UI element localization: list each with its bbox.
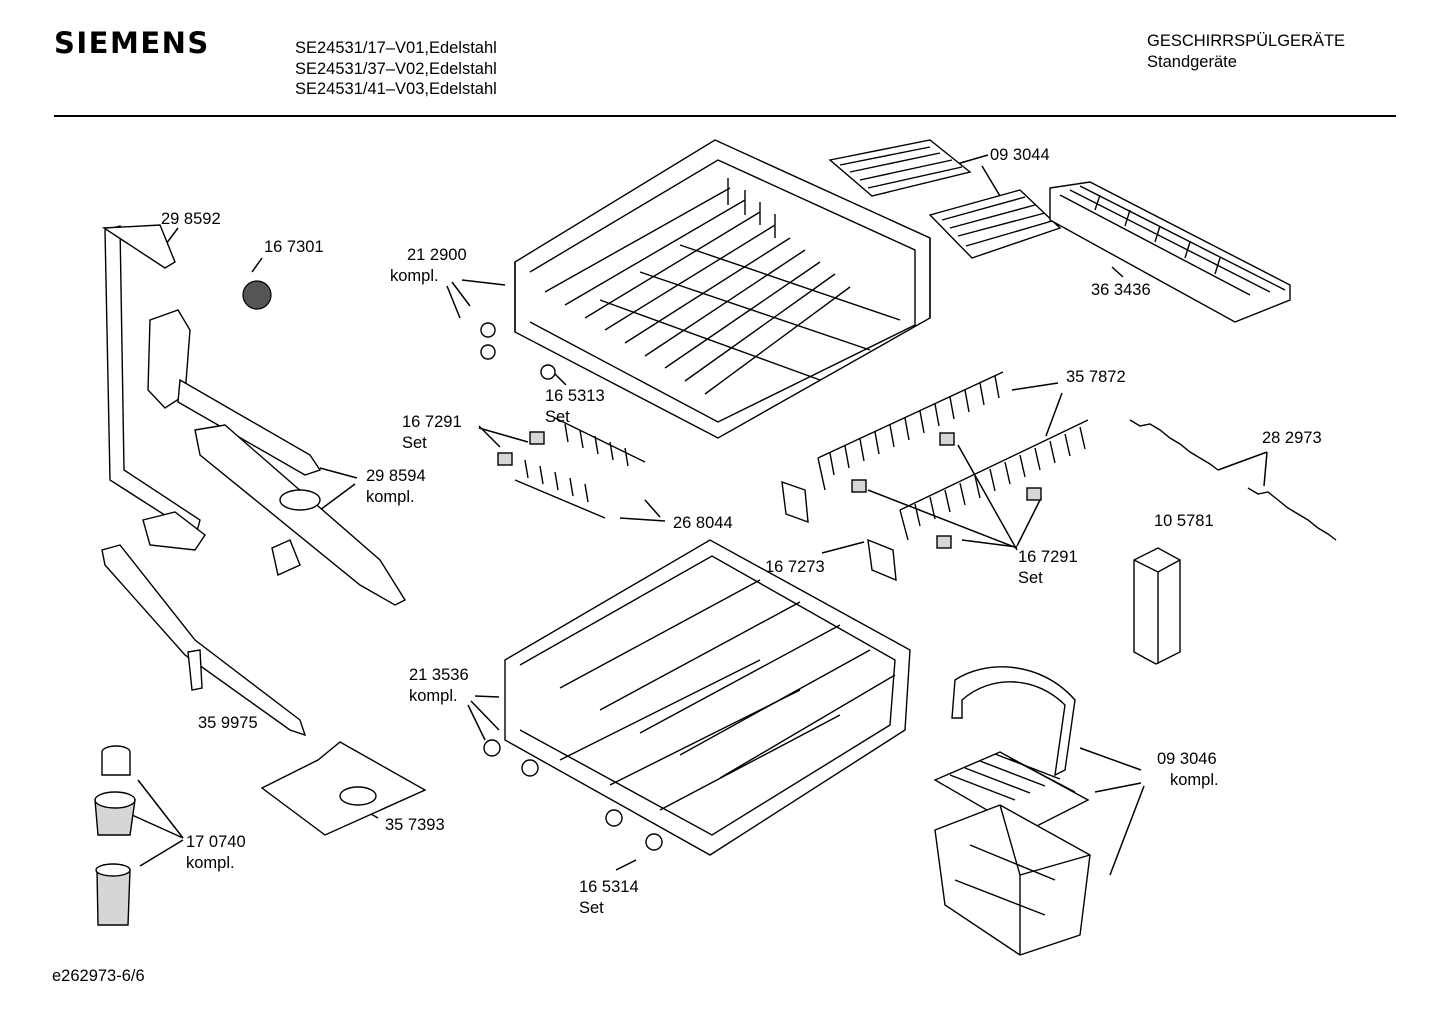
part-label-357393: 35 7393 xyxy=(385,815,445,836)
brand-logo: SIEMENS xyxy=(54,26,210,60)
part-label-359975: 35 9975 xyxy=(198,713,258,734)
model-line: SE24531/41–V03,Edelstahl xyxy=(295,80,497,98)
part-number: 16 7273 xyxy=(765,558,825,576)
part-number: 16 7291 xyxy=(402,413,462,431)
holder-drawing xyxy=(1133,547,1181,665)
part-label-105781: 10 5781 xyxy=(1154,511,1214,532)
cup-rack-drawing xyxy=(828,139,1062,259)
part-note: kompl. xyxy=(366,487,415,506)
part-number: 36 3436 xyxy=(1091,281,1151,299)
part-number: 21 2900 xyxy=(407,246,467,264)
part-label-167291-a: 16 7291 Set xyxy=(402,412,462,453)
part-note: Set xyxy=(579,898,604,917)
cutlery-tray-drawing xyxy=(1049,181,1291,323)
part-label-167273: 16 7273 xyxy=(765,557,825,578)
part-note: Set xyxy=(1018,568,1043,587)
cutlery-basket-drawing xyxy=(933,666,1091,956)
upper-basket-drawing xyxy=(480,139,931,439)
part-number: 26 8044 xyxy=(673,514,733,532)
model-line: SE24531/37–V02,Edelstahl xyxy=(295,59,497,78)
part-number: 29 8592 xyxy=(161,210,221,228)
spray-arm-drawing xyxy=(101,224,407,606)
part-label-357872: 35 7872 xyxy=(1066,367,1126,388)
part-label-167291-b: 16 7291 Set xyxy=(1018,547,1078,588)
part-number: 09 3044 xyxy=(990,146,1050,164)
part-label-268044: 26 8044 xyxy=(673,513,733,534)
part-note: kompl. xyxy=(186,853,235,872)
part-label-363436: 36 3436 xyxy=(1091,280,1151,301)
part-note: kompl. xyxy=(409,686,458,705)
part-number: 21 3536 xyxy=(409,666,469,684)
part-label-165313: 16 5313 Set xyxy=(545,386,605,427)
part-number: 09 3046 xyxy=(1157,750,1217,768)
category-subtitle: Standgeräte xyxy=(1147,52,1237,71)
part-note: Set xyxy=(402,433,427,452)
small-tine-row-drawing xyxy=(514,417,646,519)
part-note: kompl. xyxy=(390,267,439,285)
part-label-282973: 28 2973 xyxy=(1262,428,1322,449)
part-number: 16 5313 xyxy=(545,387,605,405)
part-note: Set xyxy=(545,407,570,426)
part-number: 28 2973 xyxy=(1262,429,1322,447)
part-number: 35 9975 xyxy=(198,714,258,732)
filter-set-drawing xyxy=(94,745,136,926)
part-number: 16 5314 xyxy=(579,878,639,896)
document-id: e262973-6/6 xyxy=(52,967,145,985)
part-label-093046: 09 3046 xyxy=(1157,749,1217,770)
part-label-093046-note: kompl. xyxy=(1170,770,1219,791)
category-title: GESCHIRRSPÜLGERÄTE xyxy=(1147,32,1346,50)
part-label-167301: 16 7301 xyxy=(264,237,324,258)
part-label-298594: 29 8594 kompl. xyxy=(366,466,426,507)
part-label-212900: 21 2900 xyxy=(407,245,467,266)
part-label-093044: 09 3044 xyxy=(990,145,1050,166)
lower-basket-drawing xyxy=(483,539,911,856)
model-line: SE24531/17–V01,Edelstahl xyxy=(295,39,497,57)
part-number: 17 0740 xyxy=(186,833,246,851)
filter-plate-drawing xyxy=(260,741,427,836)
part-label-213536: 21 3536 kompl. xyxy=(409,665,469,706)
part-number: 16 7291 xyxy=(1018,548,1078,566)
clip-parts-drawing xyxy=(497,431,1042,582)
part-note: kompl. xyxy=(1170,771,1219,789)
category-block: GESCHIRRSPÜLGERÄTE Standgeräte xyxy=(1147,31,1345,72)
part-label-165314: 16 5314 Set xyxy=(579,877,639,918)
part-label-170740: 17 0740 kompl. xyxy=(186,832,246,873)
part-number: 29 8594 xyxy=(366,467,426,485)
part-number: 35 7872 xyxy=(1066,368,1126,386)
part-number: 10 5781 xyxy=(1154,512,1214,530)
part-label-298592: 29 8592 xyxy=(161,209,221,230)
model-list: SE24531/17–V01,Edelstahl SE24531/37–V02,… xyxy=(295,38,497,100)
header-divider xyxy=(54,115,1396,117)
tine-row-drawing xyxy=(817,371,1089,541)
step-rack-drawing xyxy=(1129,419,1337,541)
part-number: 16 7301 xyxy=(264,238,324,256)
lower-spray-arm-drawing xyxy=(101,544,307,737)
part-number: 35 7393 xyxy=(385,816,445,834)
part-label-212900-note: kompl. xyxy=(390,266,439,287)
